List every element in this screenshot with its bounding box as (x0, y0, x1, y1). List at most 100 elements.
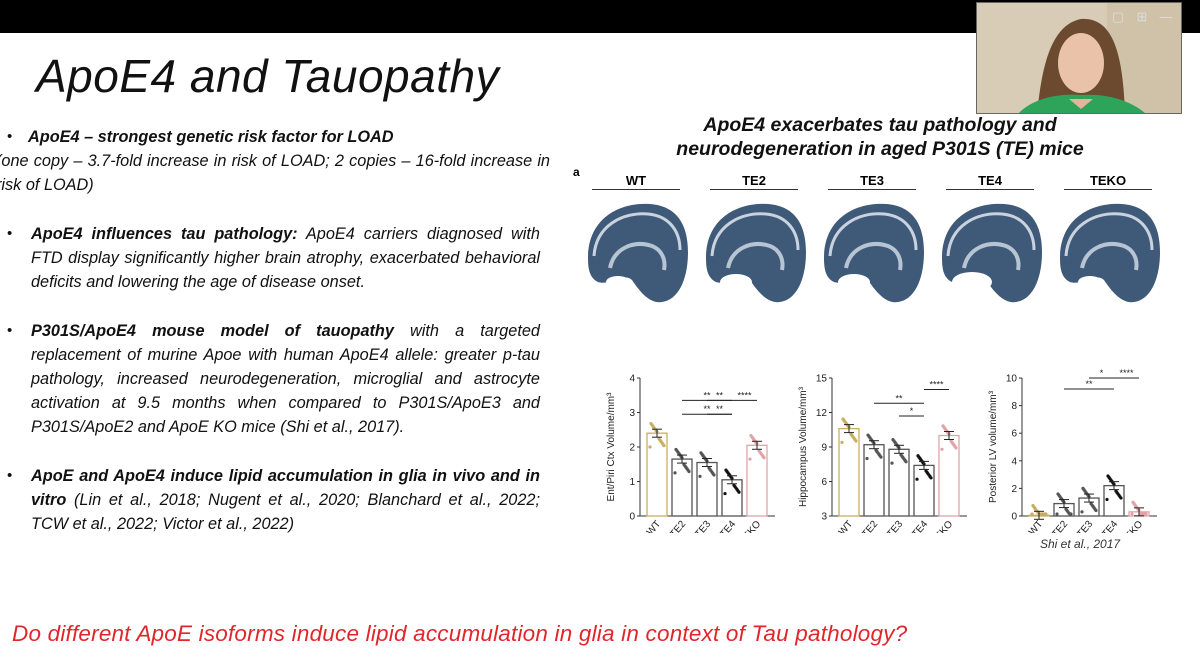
significance-label: ** (895, 393, 903, 403)
significance-label: **** (929, 380, 944, 390)
research-question: Do different ApoE isoforms induce lipid … (12, 621, 908, 646)
data-point (649, 421, 653, 426)
data-point (1080, 510, 1084, 514)
webcam-video[interactable]: ▢ ⊞ — (976, 2, 1182, 114)
bar-te4 (913, 464, 935, 517)
data-point (1039, 512, 1043, 516)
data-point (874, 448, 878, 452)
data-point (673, 471, 677, 475)
significance-label: ** (703, 404, 711, 414)
x-tick-label: TEKO (737, 519, 763, 533)
panel-label: a (573, 165, 580, 179)
data-point (723, 491, 727, 496)
data-point (899, 453, 903, 457)
bullet-item: • ApoE and ApoE4 induce lipid accumulati… (0, 464, 550, 536)
presentation-slide: ApoE4 and Tauopathy • ApoE4 – strongest … (0, 33, 1200, 664)
data-point (699, 451, 703, 455)
data-point (1064, 507, 1068, 511)
brain-section-image (706, 203, 806, 303)
data-point (732, 483, 736, 487)
brain-section-image (942, 203, 1042, 303)
bullet-dot: • (7, 322, 13, 339)
brain-section-teko: TEKO (1052, 173, 1164, 306)
label-underline (592, 189, 680, 190)
data-point (1081, 486, 1085, 490)
x-tick-label: TE3 (885, 519, 905, 533)
figure-title-line: neurodegeneration in aged P301S (TE) mic… (676, 138, 1084, 160)
y-axis-label: Hippocampus Volume/mm³ (798, 386, 809, 507)
significance-label: **** (1119, 368, 1134, 378)
data-point (1089, 501, 1093, 506)
bullet-dot: • (7, 128, 13, 145)
significance-label: **** (737, 390, 752, 400)
data-point (749, 434, 753, 438)
data-point (940, 447, 944, 451)
bullet-text: ApoE4 carriers diagnosed with FTD displa… (31, 225, 540, 291)
y-tick-label: 12 (816, 408, 828, 419)
data-point (915, 477, 919, 481)
y-tick-label: 15 (816, 374, 828, 385)
grid-icon[interactable]: ⊞ (1136, 9, 1148, 24)
data-point (1114, 489, 1118, 493)
data-point (865, 456, 869, 461)
bullet-dot: • (7, 467, 13, 484)
data-point (849, 432, 853, 436)
y-tick-label: 9 (821, 443, 827, 454)
bullet-heading: P301S/ApoE4 mouse model of tauopathy (31, 322, 394, 340)
x-tick-label: TEKO (1119, 519, 1145, 533)
bar-te3 (696, 461, 718, 517)
brain-section-te3: TE3 (816, 173, 928, 306)
data-point (724, 468, 728, 472)
data-point (1105, 497, 1109, 502)
y-tick-label: 4 (629, 374, 635, 385)
bullet-text: with a targeted replacement of murine Ap… (31, 322, 540, 436)
y-tick-label: 8 (1011, 401, 1017, 412)
data-point (840, 440, 844, 444)
y-tick-label: 6 (1011, 429, 1017, 440)
bullet-heading: ApoE4 influences tau pathology: (31, 225, 298, 243)
data-point (941, 424, 945, 428)
y-tick-label: 4 (1011, 456, 1017, 467)
significance-label: ** (716, 390, 724, 400)
y-tick-label: 2 (629, 443, 635, 454)
data-point (1031, 504, 1035, 508)
bullet-item: • ApoE4 influences tau pathology: ApoE4 … (0, 222, 550, 294)
label-underline (946, 189, 1034, 190)
maximize-icon[interactable]: ▢ (1111, 9, 1125, 24)
brain-section-label: TE4 (978, 173, 1002, 188)
significance-label: * (910, 406, 914, 416)
x-tick-label: WT (837, 519, 855, 533)
brain-section-label: WT (625, 173, 647, 188)
brain-section-label: TE3 (860, 173, 884, 188)
data-point (1030, 512, 1034, 516)
minimize-icon[interactable]: — (1159, 9, 1173, 24)
data-point (841, 417, 845, 421)
data-point (674, 447, 678, 452)
slide-title: ApoE4 and Tauopathy (36, 50, 500, 102)
brain-section-image (588, 203, 688, 303)
data-point (1056, 492, 1060, 496)
bullet-text: (Lin et al., 2018; Nugent et al., 2020; … (31, 491, 540, 533)
y-tick-label: 0 (1011, 512, 1017, 523)
y-tick-label: 10 (1006, 374, 1018, 385)
y-tick-label: 1 (629, 477, 635, 488)
y-axis-label: Ent/Piri Ctx Volume/mm³ (606, 392, 617, 502)
bar-te2 (671, 458, 693, 517)
bullet-text: (one copy – 3.7-fold increase in risk of… (0, 152, 550, 194)
label-underline (1064, 189, 1152, 190)
label-underline (710, 189, 798, 190)
x-tick-label: TE2 (668, 519, 688, 533)
bullet-dot: • (7, 225, 13, 242)
significance-label: ** (1085, 379, 1093, 389)
data-point (1106, 474, 1110, 478)
data-point (648, 445, 652, 449)
bullet-item: • P301S/ApoE4 mouse model of tauopathy w… (0, 319, 550, 439)
x-tick-label: TE4 (718, 519, 738, 533)
data-point (1131, 500, 1135, 504)
bullet-item: • ApoE4 – strongest genetic risk factor … (0, 125, 550, 197)
brain-section-wt: WT (580, 173, 692, 306)
x-tick-label: TE4 (910, 519, 930, 533)
